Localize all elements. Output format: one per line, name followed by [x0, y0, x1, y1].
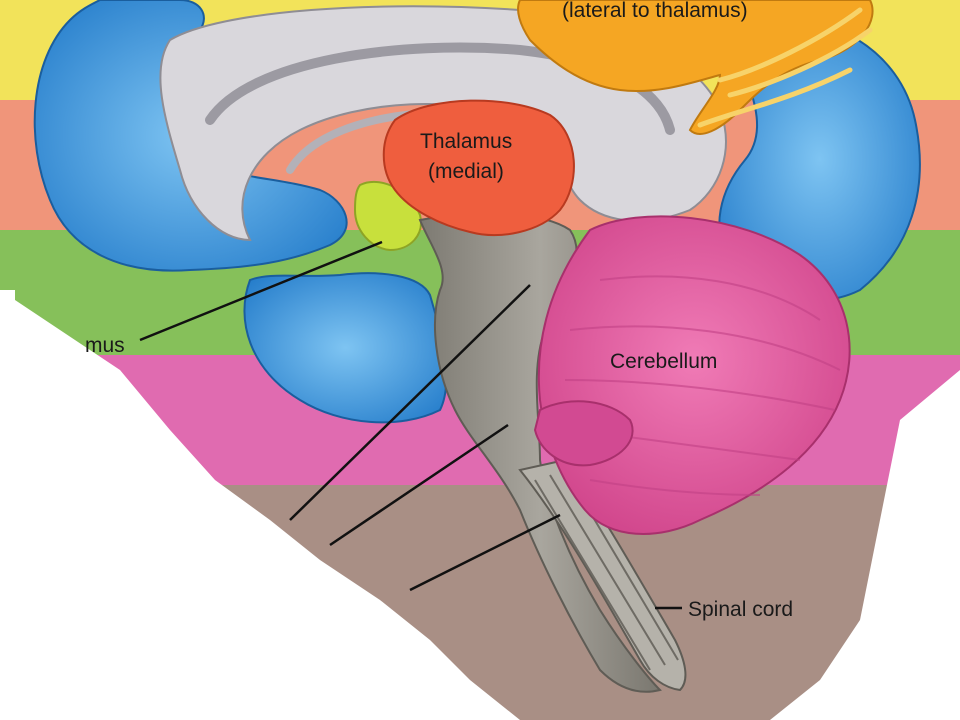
leader-midbrain: [289, 284, 531, 521]
leader-medulla: [409, 513, 561, 592]
brain-illustration: [33, 0, 921, 693]
label-thalamus-line2: (medial): [428, 160, 504, 183]
label-cerebellum: Cerebellum: [610, 350, 717, 373]
leader-lines: [139, 240, 682, 610]
leader-pons: [329, 423, 509, 547]
label-thalamus-line1: Thalamus: [420, 130, 512, 153]
band-taupe: [0, 485, 960, 720]
label-hypothalamus-fragment: mus: [85, 334, 125, 357]
leader-hypothalamus: [139, 240, 383, 342]
cerebellum-folia: [564, 275, 841, 496]
thalamus-icon: [382, 99, 575, 237]
label-spinal-cord: Spinal cord: [688, 598, 793, 621]
brain-cortex-icon: [33, 0, 348, 272]
lower-cerebellar-lobe: [533, 400, 634, 467]
label-lateral-thalamus: (lateral to thalamus): [562, 0, 748, 22]
spinal-cord-body: [518, 458, 687, 692]
internal-capsule-fibers: [697, 7, 873, 128]
